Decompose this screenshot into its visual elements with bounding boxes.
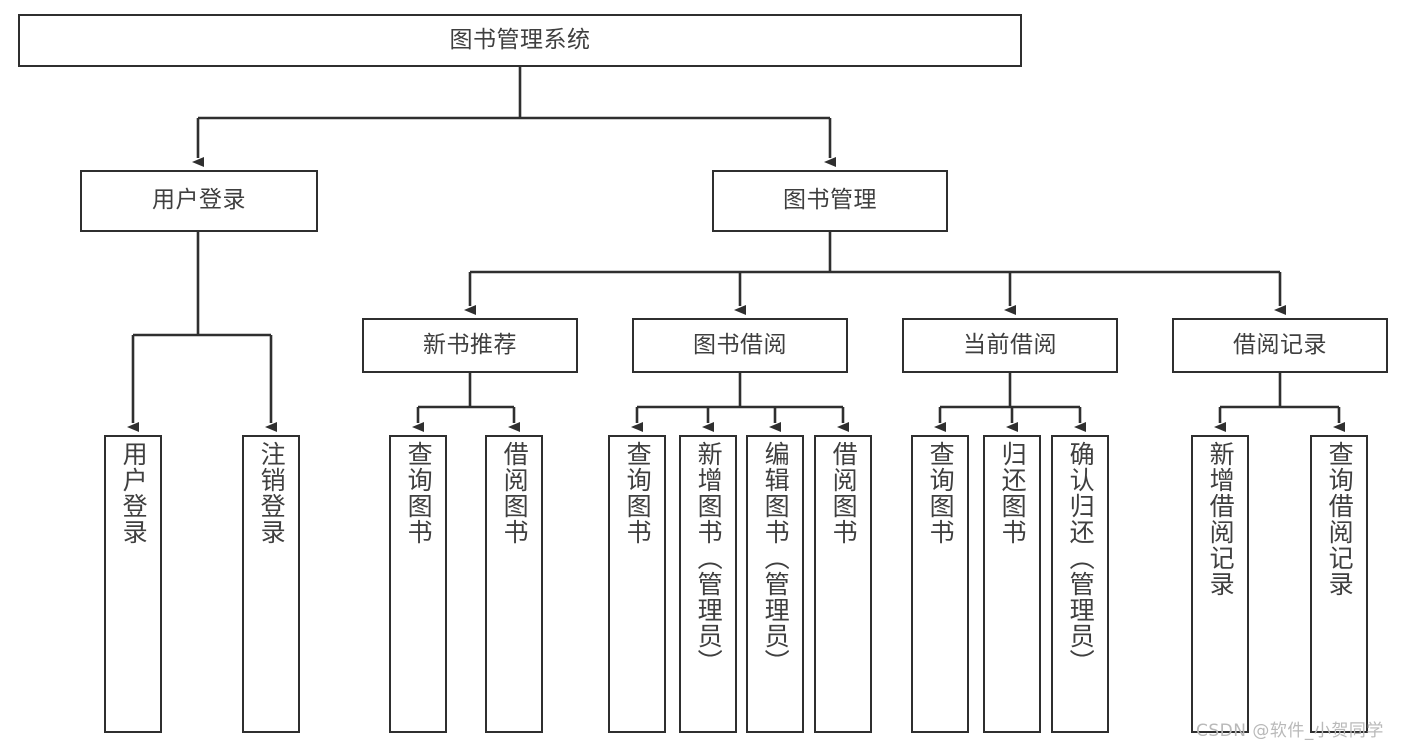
node-leaf-user-login-label: 用户登录 xyxy=(119,441,149,545)
node-leaf-borrow-book-2[interactable]: 借阅图书 xyxy=(814,435,872,733)
node-leaf-query-book-2-label: 查询图书 xyxy=(623,441,653,545)
node-leaf-add-book[interactable]: 新增图书（管理员） xyxy=(679,435,737,733)
node-user-login[interactable]: 用户登录 xyxy=(80,170,318,232)
node-book-management-label: 图书管理 xyxy=(783,187,877,214)
node-leaf-confirm-return[interactable]: 确认归还（管理员） xyxy=(1051,435,1109,733)
node-leaf-borrow-book-1[interactable]: 借阅图书 xyxy=(485,435,543,733)
node-leaf-query-book-1-label: 查询图书 xyxy=(404,441,434,545)
node-new-book-recommend-label: 新书推荐 xyxy=(423,331,517,358)
node-current-borrow[interactable]: 当前借阅 xyxy=(902,318,1118,373)
node-borrow-record[interactable]: 借阅记录 xyxy=(1172,318,1388,373)
node-leaf-query-book-1[interactable]: 查询图书 xyxy=(389,435,447,733)
node-new-book-recommend[interactable]: 新书推荐 xyxy=(362,318,578,373)
node-leaf-add-book-label: 新增图书（管理员） xyxy=(694,441,724,675)
node-user-login-label: 用户登录 xyxy=(152,187,246,214)
node-leaf-borrow-book-1-label: 借阅图书 xyxy=(500,441,530,545)
node-leaf-borrow-book-2-label: 借阅图书 xyxy=(829,441,859,545)
node-book-management[interactable]: 图书管理 xyxy=(712,170,948,232)
node-current-borrow-label: 当前借阅 xyxy=(963,331,1057,358)
node-leaf-query-record-label: 查询借阅记录 xyxy=(1325,441,1355,597)
csdn-watermark: CSDN @软件_小贺同学 xyxy=(1196,721,1384,741)
node-leaf-add-record-label: 新增借阅记录 xyxy=(1206,441,1236,597)
node-leaf-user-login[interactable]: 用户登录 xyxy=(104,435,162,733)
node-leaf-return-book[interactable]: 归还图书 xyxy=(983,435,1041,733)
node-leaf-query-book-2[interactable]: 查询图书 xyxy=(608,435,666,733)
node-root-label: 图书管理系统 xyxy=(449,26,591,53)
node-book-borrow[interactable]: 图书借阅 xyxy=(632,318,848,373)
node-leaf-confirm-return-label: 确认归还（管理员） xyxy=(1066,441,1096,675)
node-leaf-return-book-label: 归还图书 xyxy=(998,441,1028,545)
node-leaf-logout-label: 注销登录 xyxy=(257,441,287,545)
node-leaf-add-record[interactable]: 新增借阅记录 xyxy=(1191,435,1249,733)
node-leaf-edit-book-label: 编辑图书（管理员） xyxy=(761,441,791,675)
node-root[interactable]: 图书管理系统 xyxy=(18,14,1022,67)
node-book-borrow-label: 图书借阅 xyxy=(693,331,787,358)
node-borrow-record-label: 借阅记录 xyxy=(1233,331,1327,358)
node-leaf-edit-book[interactable]: 编辑图书（管理员） xyxy=(746,435,804,733)
node-leaf-query-book-3[interactable]: 查询图书 xyxy=(911,435,969,733)
node-leaf-query-record[interactable]: 查询借阅记录 xyxy=(1310,435,1368,733)
node-leaf-logout[interactable]: 注销登录 xyxy=(242,435,300,733)
node-leaf-query-book-3-label: 查询图书 xyxy=(926,441,956,545)
